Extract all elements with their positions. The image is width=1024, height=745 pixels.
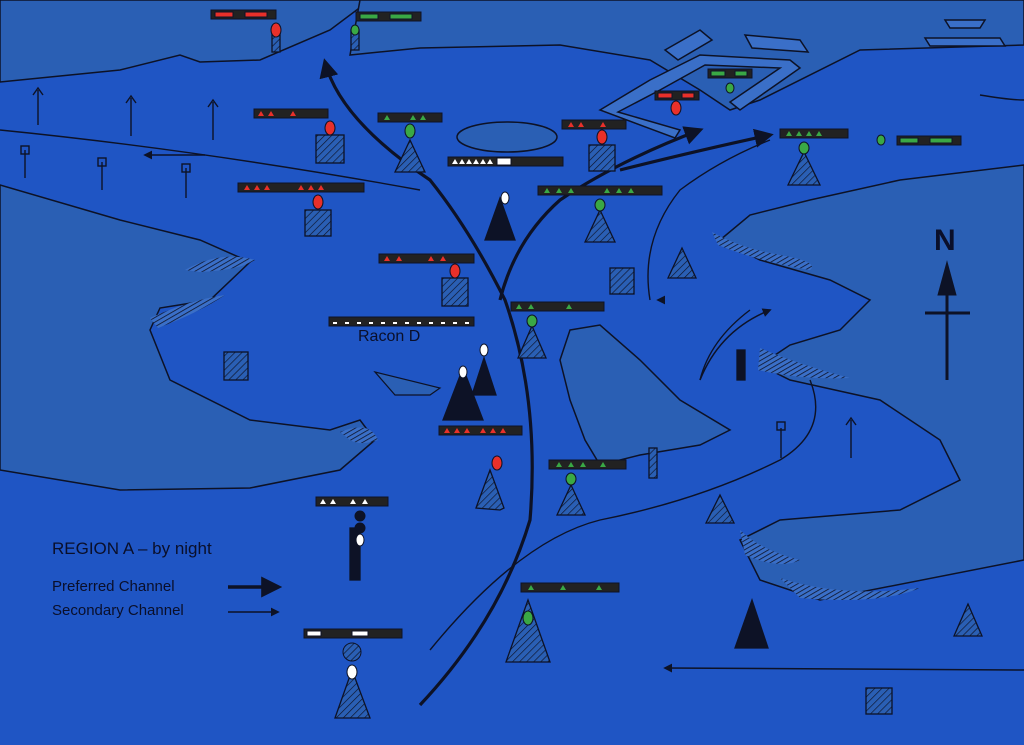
legend-preferred-label: Preferred Channel	[52, 578, 175, 595]
harbour-quays	[598, 19, 1007, 139]
north-label: N	[934, 224, 956, 257]
wreck	[373, 370, 442, 396]
legend-secondary-label: Secondary Channel	[52, 602, 184, 619]
north-arrow	[925, 260, 970, 380]
buoy-lights	[270, 22, 886, 680]
secondary-channel-arrows	[143, 150, 1024, 673]
buoys	[223, 29, 983, 719]
shoreline-hatching	[150, 232, 920, 601]
racon-label: Racon D	[358, 328, 421, 345]
flash-marks	[244, 111, 822, 590]
coast-lines	[0, 94, 1024, 651]
legend-title: REGION A – by night	[52, 539, 212, 558]
preferred-channel-arrows	[319, 58, 774, 707]
beacons	[20, 86, 857, 458]
